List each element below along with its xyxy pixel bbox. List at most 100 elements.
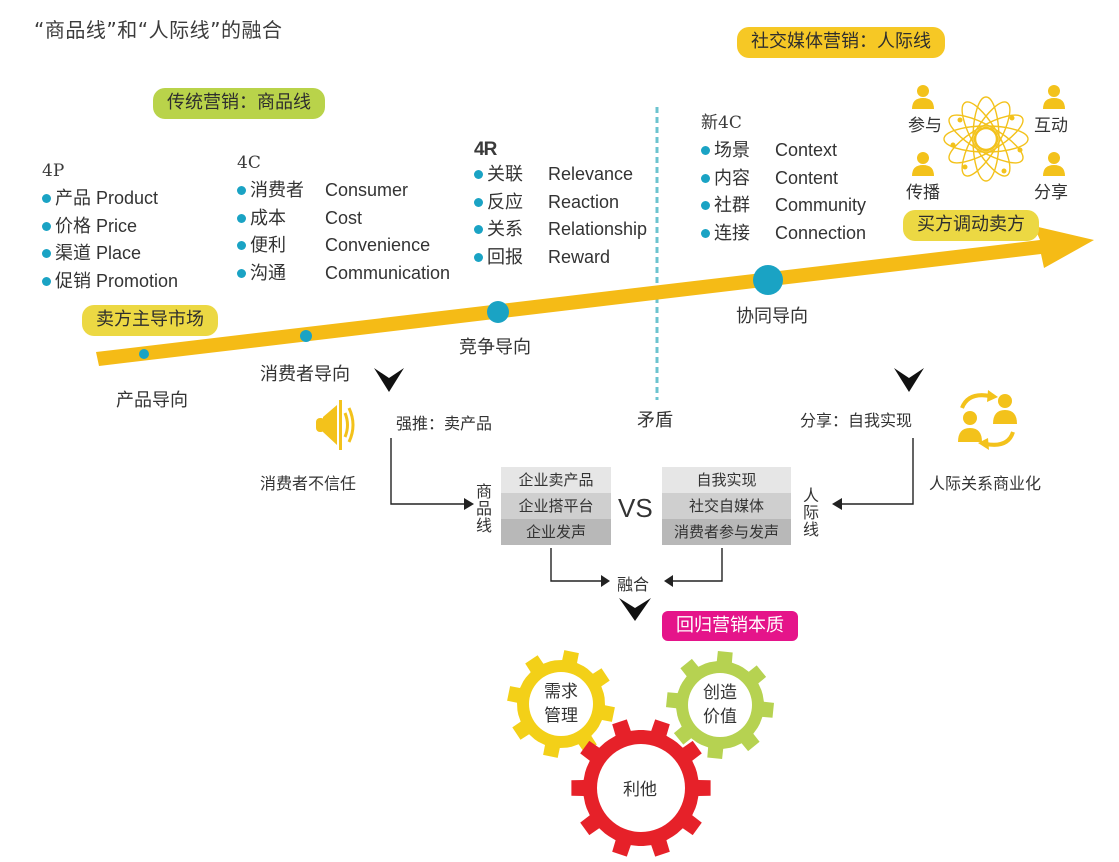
item-en: Cost — [325, 207, 363, 228]
gear-label-line: 价值 — [703, 707, 737, 727]
item-en: Price — [96, 215, 138, 236]
item-zh: 场景 — [714, 140, 750, 161]
item-zh: 内容 — [714, 167, 750, 189]
gear-label-demand: 需求 管理 — [541, 680, 581, 728]
stage-dot-competition — [487, 301, 509, 323]
item-zh: 渠道 — [55, 243, 91, 264]
action-participate: 参与 — [908, 116, 942, 136]
item-zh: 成本 — [250, 207, 286, 229]
buyer-led-badge: 买方调动卖方 — [903, 210, 1039, 241]
bullet-icon — [701, 146, 710, 156]
list-item: 关系 Relationship — [474, 216, 647, 244]
framework-heading: 4R — [474, 139, 497, 160]
item-zh: 反应 — [487, 191, 523, 213]
consumer-distrust-label: 消费者不信任 — [260, 474, 357, 493]
item-en: Connection — [775, 222, 867, 243]
chevron-down-icon — [374, 368, 404, 392]
item-en: Relevance — [548, 164, 634, 184]
bullet-icon — [42, 194, 51, 204]
item-zh: 消费者 — [250, 180, 304, 201]
commercialization-label: 人际关系商业化 — [929, 474, 1042, 493]
stage-dot-product — [139, 349, 149, 359]
action-interact: 互动 — [1034, 116, 1068, 136]
action-share: 分享 — [1034, 183, 1068, 203]
arrow-right-icon — [601, 575, 610, 587]
item-en: Communication — [325, 262, 451, 283]
list-item: 场景 Context — [701, 137, 866, 165]
speaker-icon — [316, 400, 355, 450]
table-cell: 企业发声 — [501, 519, 611, 545]
bullet-icon — [237, 241, 246, 251]
framework-heading: 新4C — [701, 113, 742, 133]
return-essence-badge: 回归营销本质 — [662, 611, 798, 641]
item-en: Promotion — [96, 270, 179, 291]
item-zh: 便利 — [250, 235, 286, 256]
person-icon — [912, 152, 934, 176]
fusion-label: 融合 — [617, 575, 650, 594]
bullet-icon — [42, 276, 51, 286]
arrow-left-icon — [664, 575, 673, 587]
item-zh: 社群 — [714, 195, 750, 216]
stage-dot-collaboration — [753, 265, 783, 295]
action-spread: 传播 — [906, 183, 940, 203]
item-en: Context — [775, 140, 838, 160]
bullet-icon — [237, 213, 246, 223]
bullet-icon — [237, 186, 246, 196]
item-en: Relationship — [548, 219, 648, 239]
bullet-icon — [237, 268, 246, 278]
item-zh: 促销 — [55, 270, 91, 292]
atom-network-icon — [943, 96, 1029, 182]
item-zh: 沟通 — [250, 262, 286, 284]
table-cell: 企业搭平台 — [501, 493, 611, 519]
stage-label-consumer: 消费者导向 — [260, 364, 350, 385]
bullet-icon — [42, 249, 51, 259]
person-icon — [1043, 152, 1065, 176]
gear-label-value: 创造 价值 — [700, 681, 740, 729]
gear-label-line: 管理 — [544, 706, 578, 726]
chevron-down-icon — [894, 368, 924, 392]
item-en: Convenience — [325, 235, 431, 255]
contradiction-label: 矛盾 — [637, 410, 673, 431]
item-zh: 回报 — [487, 246, 523, 268]
item-en: Product — [96, 188, 159, 208]
list-item: 反应 Reaction — [474, 189, 647, 217]
seller-led-badge: 卖方主导市场 — [82, 305, 218, 336]
table-cell: 社交自媒体 — [662, 493, 791, 519]
person-icon — [1043, 85, 1065, 109]
push-sell-label: 强推：卖产品 — [396, 414, 493, 433]
bullet-icon — [42, 221, 51, 231]
item-en: Place — [96, 243, 142, 263]
list-item: 沟通 Communication — [237, 260, 450, 288]
table-cell: 自我实现 — [662, 467, 791, 493]
interpersonal-line-table: 自我实现 社交自媒体 消费者参与发声 — [662, 467, 791, 545]
vs-label: VS — [618, 493, 653, 523]
bullet-icon — [474, 225, 483, 235]
item-zh: 连接 — [714, 222, 750, 244]
list-item: 连接 Connection — [701, 220, 866, 248]
item-zh: 价格 — [55, 215, 91, 237]
item-en: Reaction — [548, 191, 620, 212]
framework-heading: 4C — [237, 153, 261, 173]
list-item: 便利 Convenience — [237, 232, 450, 260]
stage-label-competition: 竞争导向 — [459, 337, 531, 358]
person-icon — [912, 85, 934, 109]
traditional-marketing-badge: 传统营销：商品线 — [153, 88, 325, 119]
connector-line — [550, 548, 603, 582]
table-cell: 企业卖产品 — [501, 467, 611, 493]
bullet-icon — [701, 173, 710, 183]
stage-label-collaboration: 协同导向 — [736, 306, 808, 327]
bullet-icon — [701, 201, 710, 211]
item-en: Reward — [548, 246, 611, 267]
bullet-icon — [474, 197, 483, 207]
item-zh: 关系 — [487, 219, 523, 240]
